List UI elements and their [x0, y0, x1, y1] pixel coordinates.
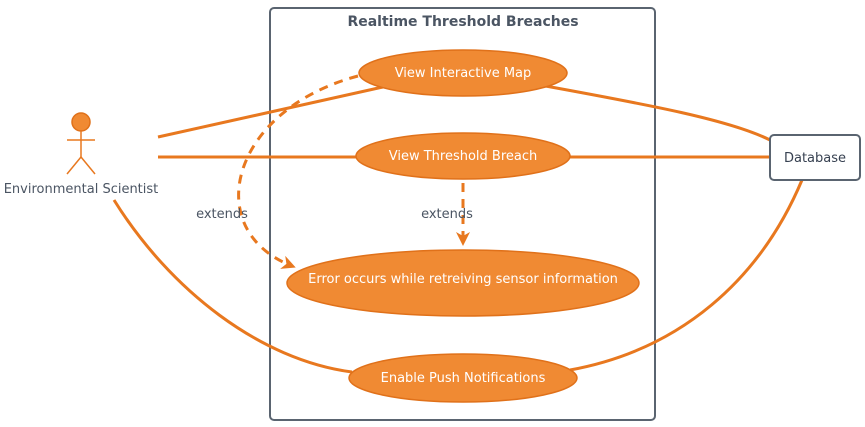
- usecase-view-interactive-map[interactable]: View Interactive Map: [358, 49, 568, 97]
- usecase-error-retrieving-sensor[interactable]: Error occurs while retreiving sensor inf…: [286, 249, 640, 317]
- extends-label-left: extends: [196, 207, 248, 222]
- usecase-enable-push-notifications[interactable]: Enable Push Notifications: [348, 353, 578, 403]
- stick-figure-icon: [66, 112, 96, 175]
- database-node[interactable]: Database: [769, 134, 861, 181]
- extends-label-center: extends: [421, 207, 473, 222]
- system-title: Realtime Threshold Breaches: [347, 14, 578, 30]
- usecase-enable-push-notifications-label: Enable Push Notifications: [381, 371, 546, 386]
- actor-environmental-scientist[interactable]: Environmental Scientist: [4, 112, 159, 197]
- assoc-push-database: [569, 179, 804, 372]
- system-boundary: [269, 7, 656, 421]
- usecase-view-interactive-map-label: View Interactive Map: [395, 66, 532, 81]
- assoc-actor-view-map: [157, 83, 393, 139]
- assoc-view-map-database: [539, 83, 771, 142]
- actor-label: Environmental Scientist: [4, 182, 159, 197]
- assoc-actor-push: [112, 199, 353, 374]
- database-label: Database: [784, 151, 846, 166]
- usecase-view-threshold-breach[interactable]: View Threshold Breach: [355, 132, 571, 180]
- usecase-error-retrieving-sensor-label: Error occurs while retreiving sensor inf…: [308, 272, 618, 287]
- extends-map-to-error: [237, 74, 359, 269]
- usecase-view-threshold-breach-label: View Threshold Breach: [389, 149, 538, 164]
- database-box: [769, 134, 861, 181]
